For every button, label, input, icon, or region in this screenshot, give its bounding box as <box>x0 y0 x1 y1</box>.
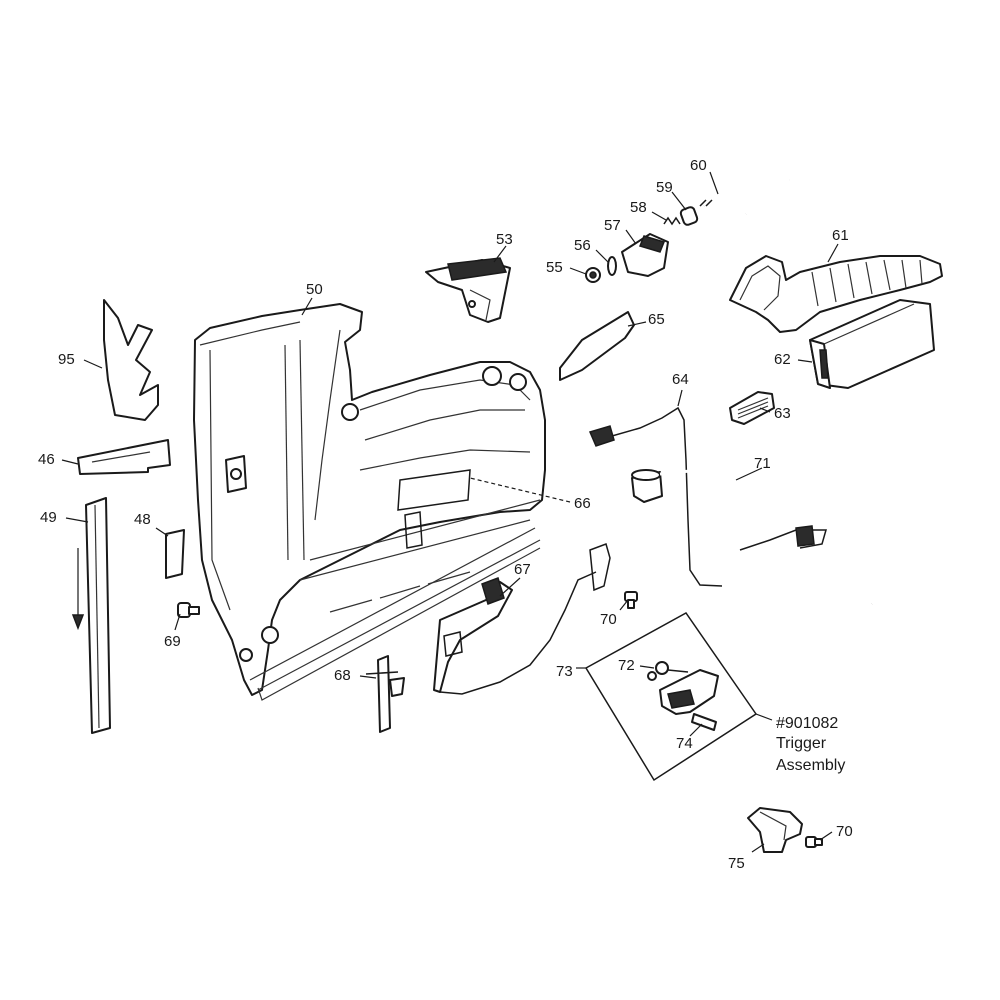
part-65-plate <box>559 311 635 381</box>
part-58-spring <box>663 216 681 226</box>
part-59-sleeve <box>679 206 699 226</box>
trigger-assembly-label: #901082 Trigger Assembly <box>776 715 845 774</box>
callout-56: 56 <box>574 237 591 254</box>
callout-61: 61 <box>832 227 849 244</box>
part-46-plate <box>77 439 171 475</box>
callout-95: 95 <box>58 351 75 368</box>
callout-48: 48 <box>134 511 151 528</box>
callout-70-lower: 70 <box>836 823 853 840</box>
part-70-screw-lower <box>805 836 823 848</box>
part-55-nut <box>585 267 601 283</box>
callout-64: 64 <box>672 371 689 388</box>
callout-62: 62 <box>774 351 791 368</box>
part-72-spring <box>647 661 689 681</box>
callout-63: 63 <box>774 405 791 422</box>
part-68-pin <box>365 655 405 733</box>
part-71-cable <box>631 458 873 662</box>
assembly-part-number: #901082 <box>776 715 838 732</box>
callout-70-upper: 70 <box>600 611 617 628</box>
part-75-bracket <box>747 807 803 853</box>
part-69-screw <box>177 602 200 618</box>
callout-72: 72 <box>618 657 635 674</box>
part-49-rail <box>71 497 111 734</box>
callout-53: 53 <box>496 231 513 248</box>
part-50-housing <box>193 303 546 701</box>
callout-60: 60 <box>690 157 707 174</box>
part-70-screw-upper <box>624 591 638 609</box>
part-61-cover <box>729 255 943 333</box>
callout-74: 74 <box>676 735 693 752</box>
callout-55: 55 <box>546 259 563 276</box>
callout-49: 49 <box>40 509 57 526</box>
callout-65: 65 <box>648 311 665 328</box>
part-67-linkage <box>433 543 611 695</box>
part-53-bracket <box>425 257 511 323</box>
callout-50: 50 <box>306 281 323 298</box>
trigger-assembly-box <box>576 612 773 782</box>
callout-66: 66 <box>574 495 591 512</box>
callout-69: 69 <box>164 633 181 650</box>
part-64-wire <box>588 406 723 587</box>
callout-58: 58 <box>630 199 647 216</box>
assembly-line1: Trigger <box>776 735 827 752</box>
callout-46: 46 <box>38 451 55 468</box>
part-62-battery <box>809 299 935 389</box>
callout-67: 67 <box>514 561 531 578</box>
assembly-line2: Assembly <box>776 757 845 774</box>
part-74-pin <box>691 713 717 731</box>
part-48-plate <box>165 529 185 579</box>
callout-73: 73 <box>556 663 573 680</box>
callout-labels: 50 53 55 56 57 58 59 60 61 62 63 64 65 6… <box>38 157 853 872</box>
part-trigger-body <box>659 669 719 715</box>
callout-75: 75 <box>728 855 745 872</box>
part-95-guide <box>103 299 159 421</box>
leader-lines <box>61 171 839 853</box>
part-56-washer <box>607 256 617 276</box>
callout-68: 68 <box>334 667 351 684</box>
callout-59: 59 <box>656 179 673 196</box>
part-60-hose <box>699 156 832 235</box>
part-57-valve-body <box>621 233 669 277</box>
callout-57: 57 <box>604 217 621 234</box>
part-63-connector <box>729 391 775 425</box>
callout-71: 71 <box>754 455 771 472</box>
